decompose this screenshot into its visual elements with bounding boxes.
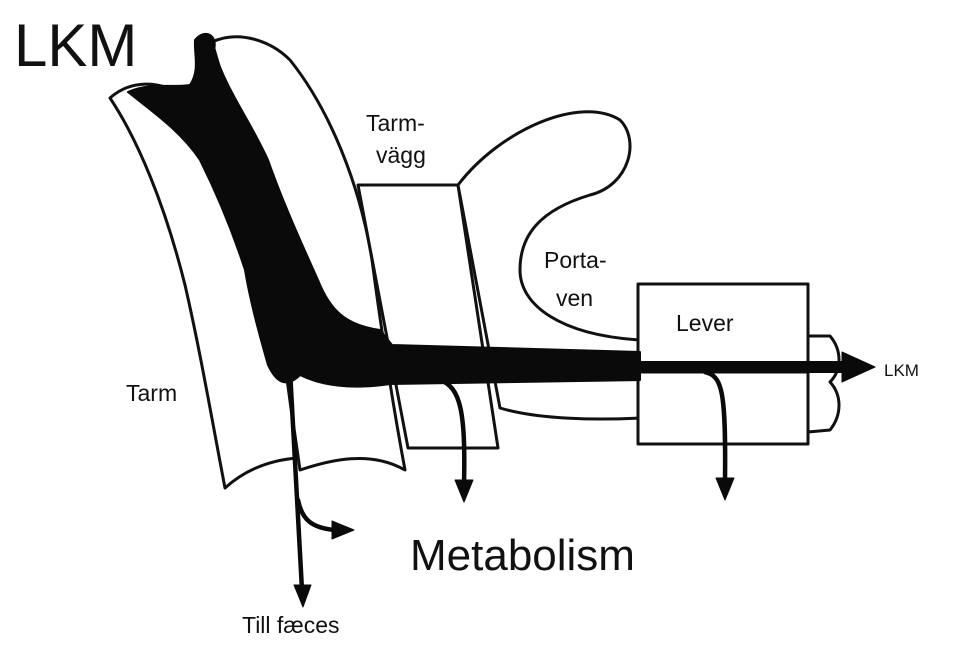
- main-arrow-head: [842, 352, 875, 382]
- label-output-lkm: LKM: [884, 361, 919, 380]
- label-metabolism: Metabolism: [410, 531, 635, 580]
- wall-metabolism-head: [455, 480, 473, 502]
- faeces-branch-line: [298, 500, 335, 530]
- label-intestine: Tarm: [126, 380, 177, 406]
- label-intestinal-wall-1: Tarm-: [366, 110, 425, 136]
- vessel-right: [808, 336, 839, 432]
- label-portal-vein-2: ven: [556, 285, 593, 311]
- label-portal-vein-1: Porta-: [544, 247, 607, 273]
- faeces-arrow-head: [294, 585, 311, 607]
- main-arrow-shaft: [640, 361, 845, 373]
- label-liver: Lever: [676, 310, 734, 336]
- title-lkm: LKM: [14, 12, 137, 79]
- label-intestinal-wall-2: vägg: [376, 142, 426, 168]
- label-faeces: Till fæces: [242, 612, 340, 638]
- faeces-branch-head: [332, 521, 354, 539]
- liver-metabolism-head: [716, 478, 734, 500]
